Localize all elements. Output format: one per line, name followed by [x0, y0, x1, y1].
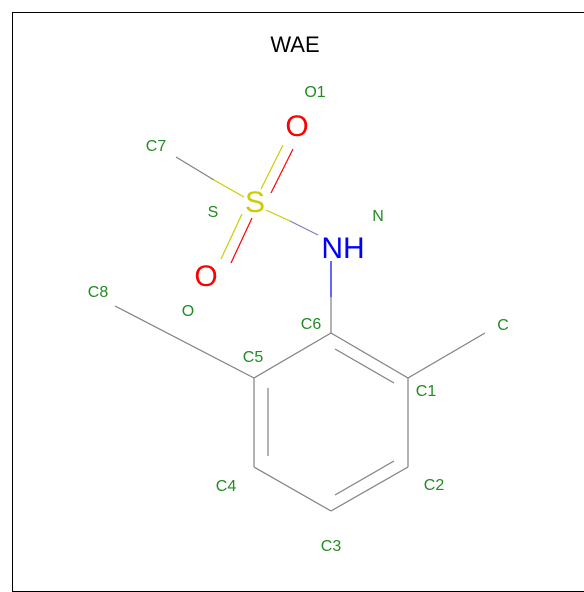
bond-s-o1-a	[260, 144, 284, 190]
atom-label-c8: C8	[88, 284, 109, 301]
atom-label-o1: O1	[304, 84, 325, 101]
molecule-title: WAE	[270, 32, 319, 57]
bond-c3-c4	[253, 466, 332, 512]
oxygen-lower-symbol: O	[194, 260, 217, 293]
element-symbols: O S NH O	[194, 110, 364, 293]
bonds	[114, 144, 486, 512]
nh-symbol: NH	[321, 232, 364, 265]
atom-label-c: C	[497, 317, 509, 334]
bond-c7-s	[175, 156, 215, 181]
atom-label-s: S	[208, 204, 219, 221]
bond-c5-c8	[114, 305, 255, 379]
atom-label-n: N	[372, 208, 384, 225]
atom-label-c4: C4	[216, 478, 237, 495]
bond-c6-c1	[330, 332, 409, 379]
bond-inner-c6-c1	[334, 348, 395, 384]
bond-c5-c6	[253, 332, 332, 379]
oxygen-upper-symbol: O	[285, 110, 308, 143]
bond-s-n-b	[289, 220, 319, 236]
bond-s-n-a	[265, 209, 291, 222]
atom-label-c1: C1	[416, 383, 437, 400]
bond-s-o1-b	[270, 148, 294, 194]
atom-label-c2: C2	[424, 477, 445, 494]
bond-c2-c3	[330, 466, 409, 512]
sulfur-symbol: S	[245, 186, 265, 219]
bond-c1-c	[407, 332, 486, 379]
bond-inner-c2-c3	[334, 460, 395, 496]
bond-c7-s-colored	[213, 179, 245, 198]
atom-label-c5: C5	[243, 349, 264, 366]
atom-label-o: O	[182, 303, 194, 320]
atom-label-c6: C6	[301, 316, 322, 333]
atom-labels: O1 C7 S N C8 O C6 C C5 C1 C4 C2 C3	[88, 84, 509, 555]
atom-label-c7: C7	[146, 138, 167, 155]
atom-label-c3: C3	[321, 538, 342, 555]
bond-s-o-b	[230, 217, 253, 264]
bond-s-o-a	[220, 213, 243, 260]
